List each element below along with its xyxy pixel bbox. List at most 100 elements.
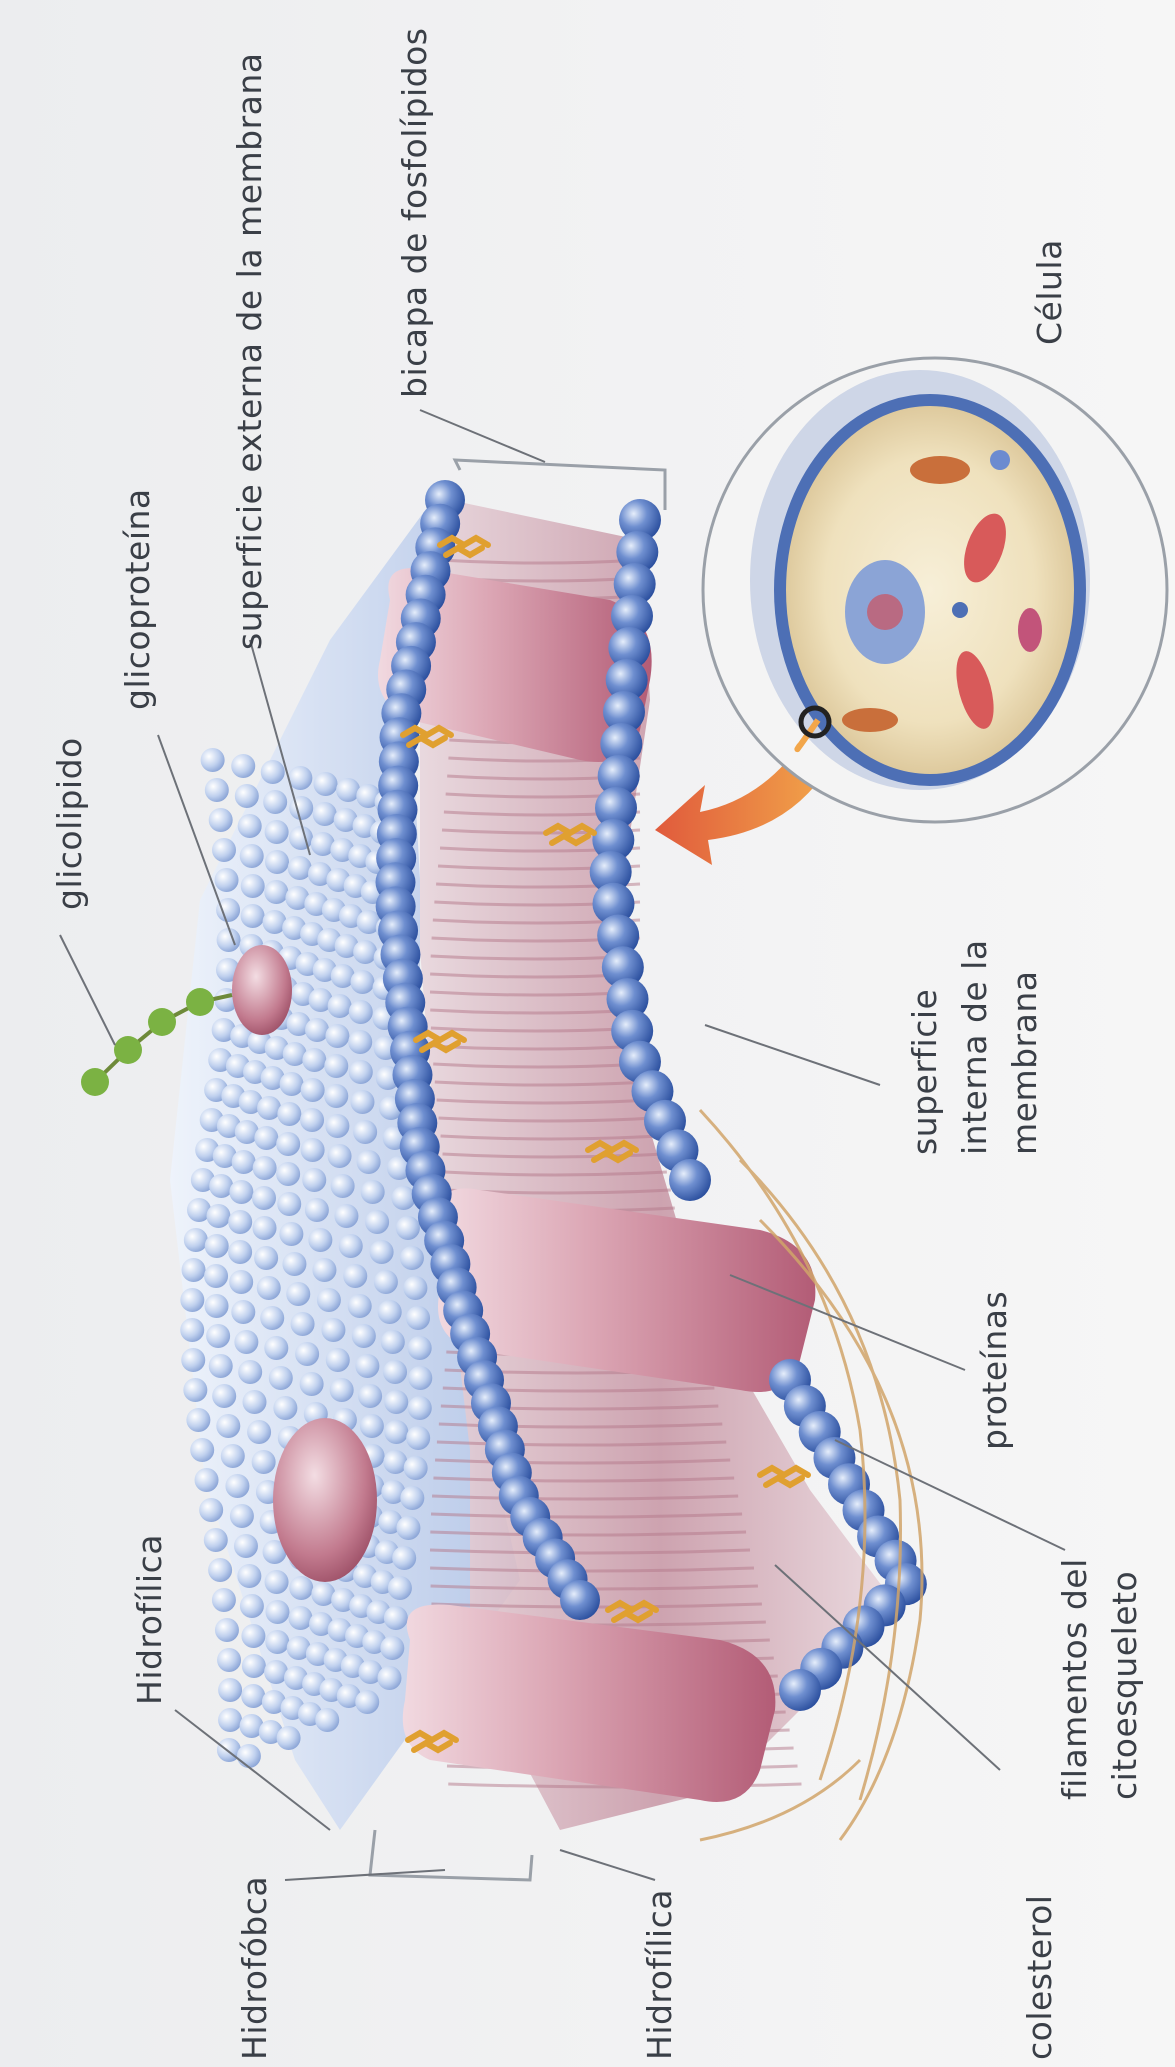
phospholipid-head bbox=[208, 1558, 232, 1582]
phospholipid-head bbox=[370, 1240, 394, 1264]
phospholipid-head bbox=[291, 1312, 315, 1336]
phospholipid-head bbox=[339, 1234, 363, 1258]
phospholipid-head bbox=[325, 1114, 349, 1138]
phospholipid-head bbox=[324, 1054, 348, 1078]
phospholipid-head bbox=[265, 820, 289, 844]
phospholipid-head bbox=[212, 1384, 236, 1408]
label-filamentos-line2: citoesqueleto bbox=[1105, 1571, 1145, 1800]
phospholipid-head bbox=[330, 1378, 354, 1402]
phospholipid-head bbox=[403, 1276, 427, 1300]
phospholipid-head bbox=[392, 1186, 416, 1210]
phospholipid-head bbox=[286, 1282, 310, 1306]
phospholipid-head bbox=[257, 1096, 281, 1120]
phospholipid-head bbox=[381, 1330, 405, 1354]
phospholipid-head bbox=[406, 1306, 430, 1330]
label-colesterol: colesterol bbox=[1020, 1895, 1060, 2060]
phospholipid-head bbox=[234, 1534, 258, 1558]
phospholipid-head bbox=[388, 1576, 412, 1600]
phospholipid-head bbox=[669, 1159, 711, 1201]
phospholipid-head bbox=[184, 1228, 208, 1252]
phospholipid-head bbox=[361, 1180, 385, 1204]
label-superficie-externa: superficie externa de la membrana bbox=[230, 52, 270, 650]
label-proteinas: proteínas bbox=[975, 1291, 1015, 1450]
phospholipid-head bbox=[206, 1324, 230, 1348]
phospholipid-head bbox=[215, 868, 239, 892]
phospholipid-head bbox=[365, 1210, 389, 1234]
label-superficie-interna-line1: superficie bbox=[905, 989, 945, 1155]
phospholipid-head bbox=[288, 766, 312, 790]
phospholipid-head bbox=[209, 1174, 233, 1198]
phospholipid-head bbox=[353, 940, 377, 964]
phospholipid-head bbox=[289, 826, 313, 850]
phospholipid-head bbox=[241, 1684, 265, 1708]
phospholipid-head bbox=[377, 1666, 401, 1690]
phospholipid-head bbox=[326, 1348, 350, 1372]
phospholipid-head bbox=[315, 1708, 339, 1732]
phospholipid-head bbox=[269, 1366, 293, 1390]
phospholipid-head bbox=[229, 1180, 253, 1204]
phospholipid-head bbox=[277, 1726, 301, 1750]
phospholipid-head bbox=[282, 1252, 306, 1276]
phospholipid-head bbox=[355, 1690, 379, 1714]
label-superficie-interna-line2: interna de la bbox=[955, 939, 995, 1155]
phospholipid-head bbox=[260, 1306, 284, 1330]
phospholipid-head bbox=[406, 1426, 430, 1450]
phospholipid-head bbox=[349, 1000, 373, 1024]
phospholipid-head bbox=[400, 1246, 424, 1270]
label-superficie-interna-line3: membrana bbox=[1005, 971, 1045, 1155]
phospholipid-head bbox=[328, 994, 352, 1018]
phospholipid-head bbox=[265, 1600, 289, 1624]
phospholipid-head bbox=[353, 1120, 377, 1144]
phospholipid-head bbox=[231, 754, 255, 778]
phospholipid-head bbox=[384, 1420, 408, 1444]
phospholipid-head bbox=[305, 1018, 329, 1042]
phospholipid-head bbox=[378, 1300, 402, 1324]
phospholipid-head bbox=[257, 1276, 281, 1300]
label-filamentos-line1: filamentos del bbox=[1055, 1558, 1095, 1800]
phospholipid-head bbox=[216, 1414, 240, 1438]
glycoprotein-head bbox=[232, 945, 292, 1035]
phospholipid-head bbox=[348, 1030, 372, 1054]
phospholipid-head bbox=[204, 1264, 228, 1288]
phospholipid-head bbox=[252, 1186, 276, 1210]
phospholipid-head bbox=[328, 1144, 352, 1168]
phospholipid-head bbox=[221, 1444, 245, 1468]
phospholipid-head bbox=[253, 1156, 277, 1180]
phospholipid-head bbox=[279, 1222, 303, 1246]
phospholipid-head bbox=[276, 1162, 300, 1186]
phospholipid-head bbox=[300, 1108, 324, 1132]
phospholipid-head bbox=[218, 1678, 242, 1702]
phospholipid-head bbox=[348, 1294, 372, 1318]
phospholipid-head bbox=[302, 1168, 326, 1192]
phospholipid-head bbox=[240, 844, 264, 868]
phospholipid-head bbox=[231, 1300, 255, 1324]
phospholipid-head bbox=[350, 970, 374, 994]
phospholipid-head bbox=[314, 772, 338, 796]
phospholipid-head bbox=[204, 1528, 228, 1552]
phospholipid-head bbox=[301, 1078, 325, 1102]
phospholipid-head bbox=[374, 1270, 398, 1294]
phospholipid-head bbox=[212, 1588, 236, 1612]
phospholipid-head bbox=[779, 1669, 821, 1711]
phospholipid-head bbox=[199, 1498, 223, 1522]
phospholipid-head bbox=[289, 1576, 313, 1600]
phospholipid-head bbox=[358, 1384, 382, 1408]
phospholipid-head bbox=[186, 1408, 210, 1432]
phospholipid-head bbox=[305, 1198, 329, 1222]
phospholipid-head bbox=[264, 1336, 288, 1360]
label-hidrofobica: Hidrofóbca bbox=[235, 1876, 275, 2060]
label-hidrofilica-bottom: Hidrofílica bbox=[640, 1889, 680, 2060]
phospholipid-head bbox=[301, 1138, 325, 1162]
phospholipid-head bbox=[325, 1024, 349, 1048]
phospholipid-head bbox=[254, 1126, 278, 1150]
phospholipid-head bbox=[302, 1048, 326, 1072]
phospholipid-head bbox=[300, 1372, 324, 1396]
phospholipid-head bbox=[195, 1468, 219, 1492]
phospholipid-head bbox=[264, 880, 288, 904]
phospholipid-head bbox=[217, 1648, 241, 1672]
phospholipid-head bbox=[261, 760, 285, 784]
phospholipid-head bbox=[357, 1150, 381, 1174]
phospholipid-head bbox=[265, 850, 289, 874]
phospholipid-head bbox=[265, 1570, 289, 1594]
